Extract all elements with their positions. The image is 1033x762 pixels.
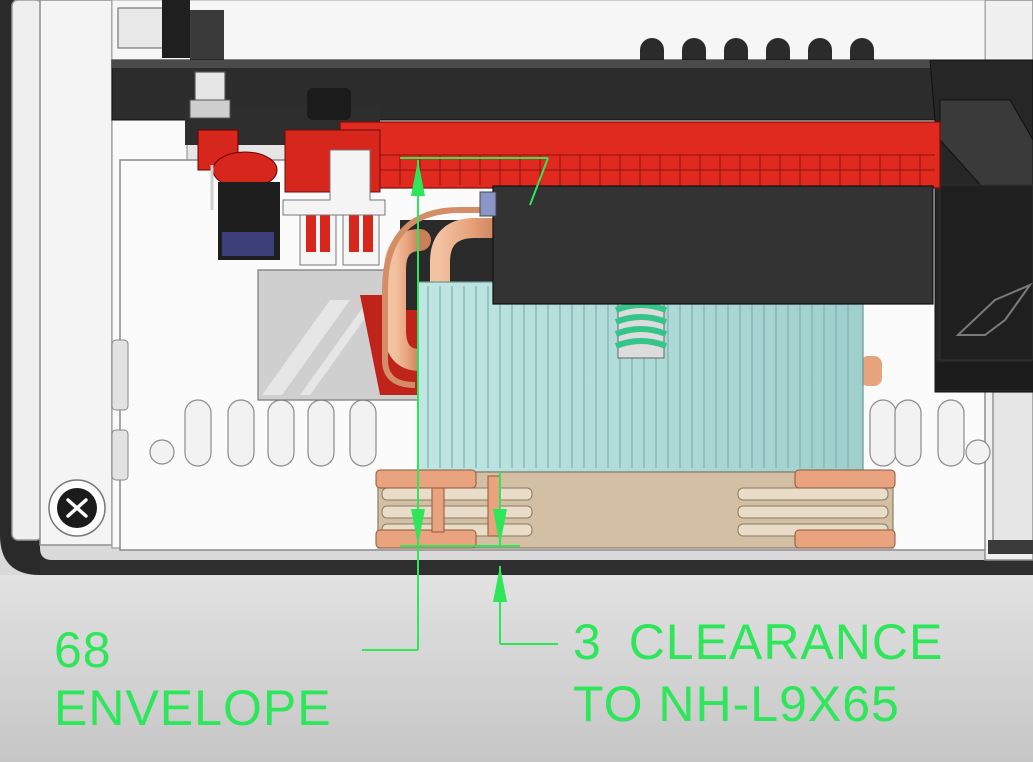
- fan-pad: [794, 469, 896, 489]
- fan-pad: [375, 529, 477, 549]
- heatsink: [382, 207, 882, 473]
- dimension-lines: [362, 157, 558, 651]
- case-top-panel: [111, 0, 986, 63]
- dark-cylinder: [307, 88, 351, 120]
- case-left-panel: [11, 0, 43, 541]
- clearance-arrow-top: [493, 509, 507, 545]
- gpu-shroud-panel: [939, 184, 1033, 361]
- envelope-arrow-top: [411, 160, 425, 196]
- heatpipe-outer: [382, 207, 500, 388]
- floor: [0, 575, 1033, 762]
- tray-slot: [227, 399, 255, 467]
- rog-logo: [955, 282, 1033, 336]
- connector-red-pin: [363, 208, 373, 252]
- fan-blade-row: [737, 487, 889, 501]
- tray-hole: [965, 439, 991, 465]
- clearance-dimension-label: 3 CLEARANCE: [573, 614, 944, 670]
- connector-red-pin: [349, 208, 359, 252]
- case-left-bracket: [39, 0, 113, 546]
- header-pins: [222, 232, 274, 256]
- spring-icon: [614, 297, 668, 359]
- fan: [375, 469, 896, 549]
- tray-slot: [869, 399, 897, 467]
- tray-slot: [267, 399, 295, 467]
- case-bottom-rail: [40, 560, 1033, 574]
- fan-pad: [375, 469, 477, 489]
- blue-clip: [479, 191, 497, 217]
- dark-memory-block: [492, 185, 934, 305]
- envelope-dimension-value: 68: [54, 622, 112, 678]
- fan-pad: [794, 529, 896, 549]
- motherboard-slots: [360, 154, 935, 185]
- silver-plate-stripe: [262, 300, 350, 395]
- left-side-post-lower: [111, 429, 129, 481]
- clearance-arrow-bottom: [493, 566, 507, 602]
- envelope-dimension-label: ENVELOPE: [54, 680, 332, 736]
- connector-red-pin: [320, 208, 330, 252]
- envelope-arrow-bottom: [411, 509, 425, 545]
- top-bracket-lip: [112, 60, 935, 68]
- envelope-top-extension-tick: [529, 157, 549, 206]
- tray-slot: [894, 399, 922, 467]
- connector-red-pin: [306, 208, 316, 252]
- fan-blade-row: [381, 487, 533, 501]
- tray-slots: [149, 399, 991, 467]
- left-bracket-tab-dark: [162, 0, 190, 58]
- case-right-foot: [988, 540, 1033, 554]
- tray-slot: [184, 399, 212, 467]
- silver-plate-stripe: [300, 300, 378, 395]
- tray-slot: [307, 399, 335, 467]
- left-bracket-clip: [190, 10, 224, 60]
- clearance-target-label: TO NH-L9X65: [573, 676, 900, 732]
- heatpipe: [384, 229, 431, 371]
- top-bracket: [111, 59, 936, 145]
- tray-slot: [937, 399, 965, 467]
- pcb-pin-row: [360, 154, 935, 171]
- fan-blade-row: [737, 505, 889, 519]
- left-side-post: [111, 339, 129, 411]
- tray-slot: [349, 399, 377, 467]
- standoff-nut: [189, 99, 231, 119]
- fan-blade-row: [381, 505, 533, 519]
- case-right-bracket: [992, 391, 1033, 551]
- heatpipe-stub: [860, 356, 882, 386]
- motherboard: [197, 121, 941, 266]
- fin-lines: [427, 286, 849, 468]
- connector-white-latch: [282, 149, 386, 216]
- gpu-shroud: [929, 59, 1033, 393]
- gpu-shroud-foot: [935, 362, 1033, 390]
- heatpipe: [430, 218, 510, 310]
- fan-pad-inner: [431, 487, 445, 533]
- tray-hole: [149, 439, 175, 465]
- phillips-screw-icon: [48, 479, 106, 537]
